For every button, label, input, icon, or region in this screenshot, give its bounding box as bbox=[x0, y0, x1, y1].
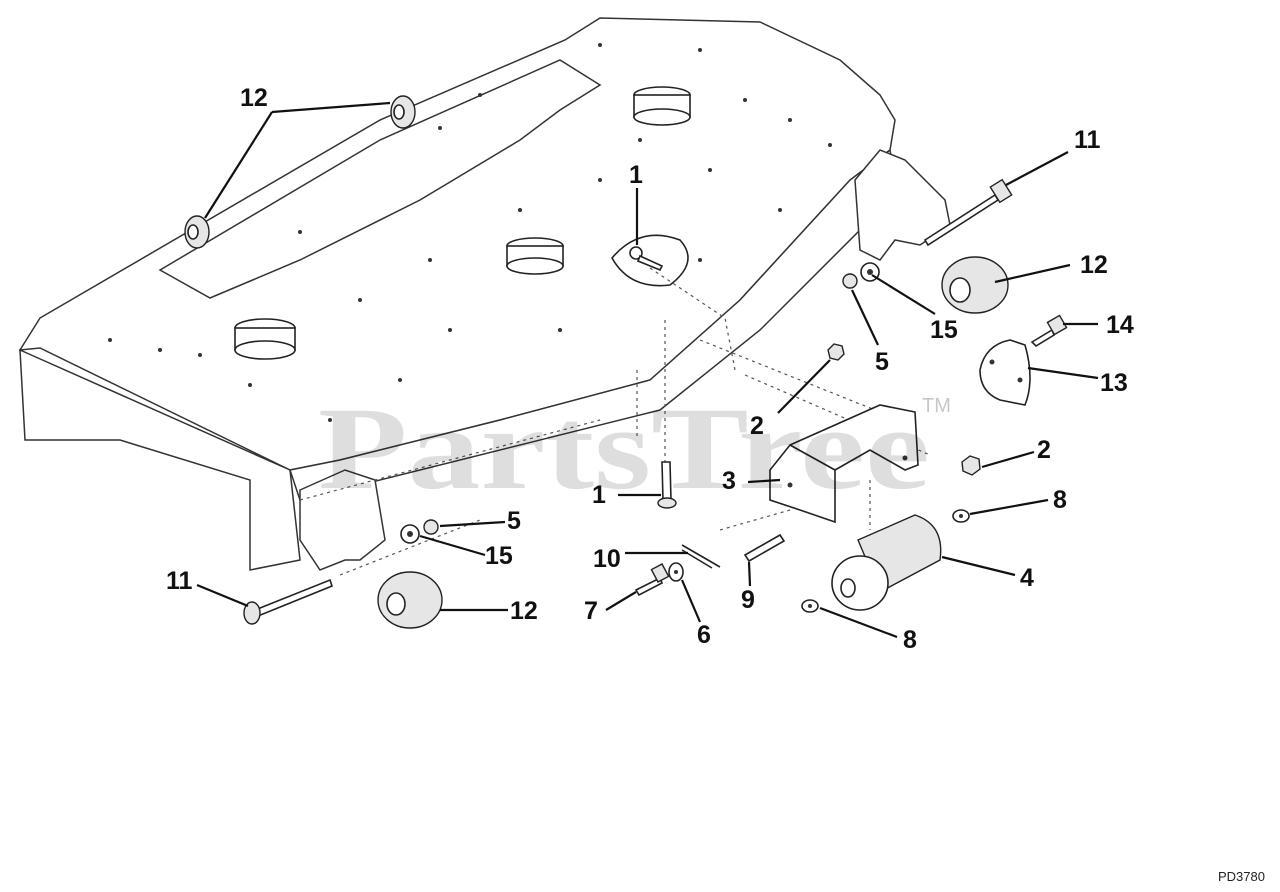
callout-2-top: 2 bbox=[750, 412, 764, 440]
spindle-housing-center bbox=[506, 237, 564, 275]
callout-13: 13 bbox=[1100, 369, 1128, 397]
callout-12-top: 12 bbox=[240, 84, 268, 112]
leader-lines bbox=[196, 101, 1099, 639]
watermark-trademark: TM bbox=[922, 395, 951, 417]
part-washer-top bbox=[952, 509, 970, 523]
callout-7: 7 bbox=[584, 597, 598, 625]
spindle-housing-right bbox=[633, 86, 691, 126]
part-hairpin-10 bbox=[681, 544, 721, 569]
part-roller-wheel-top-b bbox=[390, 95, 416, 129]
part-shoulder-bolt-right bbox=[923, 178, 1013, 247]
spindle-housing-left bbox=[234, 318, 296, 360]
watermark-text: PartsTree bbox=[318, 383, 930, 514]
part-roller-wheel-top-a bbox=[184, 215, 210, 249]
part-screw-14 bbox=[1030, 314, 1068, 348]
drawing-number: PD3780 bbox=[1218, 869, 1265, 884]
part-roller-axle-9 bbox=[743, 533, 786, 563]
callout-15-left: 15 bbox=[485, 542, 513, 570]
callout-8-top: 8 bbox=[1053, 486, 1067, 514]
callout-1-bottom: 1 bbox=[592, 481, 606, 509]
callout-10: 10 bbox=[593, 545, 621, 573]
callout-6: 6 bbox=[697, 621, 711, 649]
part-washer-bottom bbox=[801, 599, 819, 613]
part-flange-nut-left bbox=[423, 519, 439, 535]
callout-8-bottom: 8 bbox=[903, 626, 917, 654]
callout-5-left: 5 bbox=[507, 507, 521, 535]
callout-14: 14 bbox=[1106, 311, 1134, 339]
callout-3: 3 bbox=[722, 467, 736, 495]
part-locknut-top bbox=[827, 343, 845, 361]
deck-holes bbox=[108, 43, 832, 422]
part-carriage-bolt-bottom bbox=[657, 461, 677, 509]
part-bolt-7 bbox=[634, 563, 670, 597]
part-washer-6 bbox=[668, 562, 684, 582]
part-caster-wheel-left bbox=[377, 571, 443, 629]
assembly-lines bbox=[299, 267, 931, 576]
callout-1-top: 1 bbox=[629, 161, 643, 189]
callout-12-bottom: 12 bbox=[510, 597, 538, 625]
part-flange-nut-right bbox=[842, 273, 858, 289]
callout-4: 4 bbox=[1020, 564, 1034, 592]
callout-12-right: 12 bbox=[1080, 251, 1108, 279]
rear-caster-bracket bbox=[854, 149, 951, 261]
part-bracket-3 bbox=[769, 404, 919, 524]
callout-9: 9 bbox=[741, 586, 755, 614]
callout-5-right: 5 bbox=[875, 348, 889, 376]
part-bracket-plate-13 bbox=[979, 339, 1031, 406]
part-spacer-left bbox=[400, 524, 420, 544]
callout-15-right: 15 bbox=[930, 316, 958, 344]
mower-deck bbox=[18, 17, 951, 571]
callout-2-right: 2 bbox=[1037, 436, 1051, 464]
part-shoulder-bolt-left bbox=[243, 578, 333, 625]
callout-11-left: 11 bbox=[166, 567, 193, 595]
callout-labels: 12 11 1 12 14 15 5 13 2 2 3 1 8 5 15 10 … bbox=[166, 84, 1134, 654]
front-caster-bracket bbox=[299, 469, 386, 571]
part-locknut-right bbox=[961, 455, 981, 476]
part-caster-wheel-right bbox=[941, 256, 1009, 314]
part-carriage-bolt-top bbox=[629, 246, 664, 272]
part-roller-4 bbox=[831, 514, 942, 611]
callout-11-right: 11 bbox=[1074, 126, 1101, 154]
